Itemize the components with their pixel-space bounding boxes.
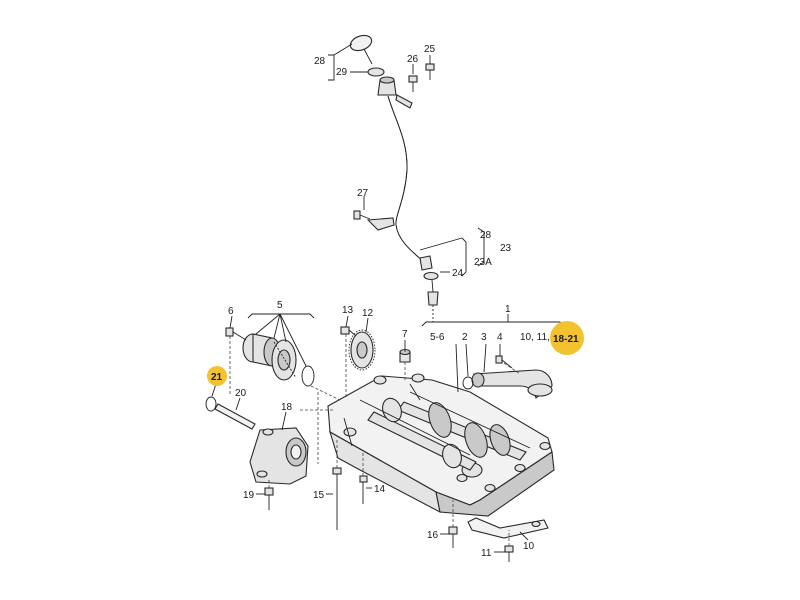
label-6: 6 [228, 306, 234, 317]
highlight-badge-21 [207, 366, 227, 386]
bolt-14 [359, 475, 368, 504]
ring-21 [205, 396, 217, 412]
alignment-dashes [229, 334, 521, 546]
label-16: 16 [427, 530, 439, 541]
highlight-badge-18-21 [550, 321, 584, 355]
label-18: 18 [281, 402, 293, 413]
label-2: 2 [462, 332, 468, 343]
label-28-top: 28 [314, 56, 326, 67]
label-21: 21 [211, 372, 223, 383]
pin-20 [214, 403, 256, 430]
label-14: 14 [374, 484, 386, 495]
sleeve-7 [399, 348, 411, 363]
label-11: 11 [481, 548, 492, 559]
label-23a: 23A [474, 257, 492, 268]
bracket-10 [467, 517, 549, 539]
label-5-6: 5-6 [430, 332, 445, 343]
label-10: 10 [523, 541, 535, 552]
bolt-13 [340, 326, 357, 337]
bolt-11 [504, 545, 514, 562]
bolt-25 [425, 63, 435, 80]
bolt-26 [408, 75, 418, 92]
label-29: 29 [336, 67, 348, 78]
oil-pump-housing [327, 373, 555, 517]
label-10-11: 10, 11, [520, 332, 550, 343]
dipstick-assembly [349, 34, 439, 322]
suction-pipe [462, 369, 553, 399]
bolt-16 [448, 526, 458, 548]
bolt-6 [225, 327, 247, 341]
label-4: 4 [497, 332, 503, 343]
gear-assembly-5 [242, 333, 315, 387]
label-24: 24 [452, 268, 464, 279]
label-23: 23 [500, 243, 512, 254]
label-12: 12 [362, 308, 374, 319]
bolt-27 [353, 210, 371, 220]
label-28-mid: 28 [480, 230, 492, 241]
label-5: 5 [277, 300, 283, 311]
label-1: 1 [505, 304, 511, 315]
label-18-21: 18-21 [553, 334, 579, 345]
label-19: 19 [243, 490, 255, 501]
leader-lines [211, 43, 565, 553]
bolt-19 [264, 487, 274, 510]
label-26: 26 [407, 54, 419, 65]
label-3: 3 [481, 332, 487, 343]
label-13: 13 [342, 305, 354, 316]
label-15: 15 [313, 490, 325, 501]
pump-body-18 [249, 427, 309, 485]
label-25: 25 [424, 44, 436, 55]
label-20: 20 [235, 388, 247, 399]
part-labels: 28 29 26 25 27 28 23 23A 24 5 6 13 12 7 … [211, 44, 579, 559]
gear-12 [348, 329, 376, 371]
label-7: 7 [402, 329, 408, 340]
label-27: 27 [357, 188, 369, 199]
bolt-4 [495, 355, 513, 369]
bolt-15 [332, 467, 342, 530]
